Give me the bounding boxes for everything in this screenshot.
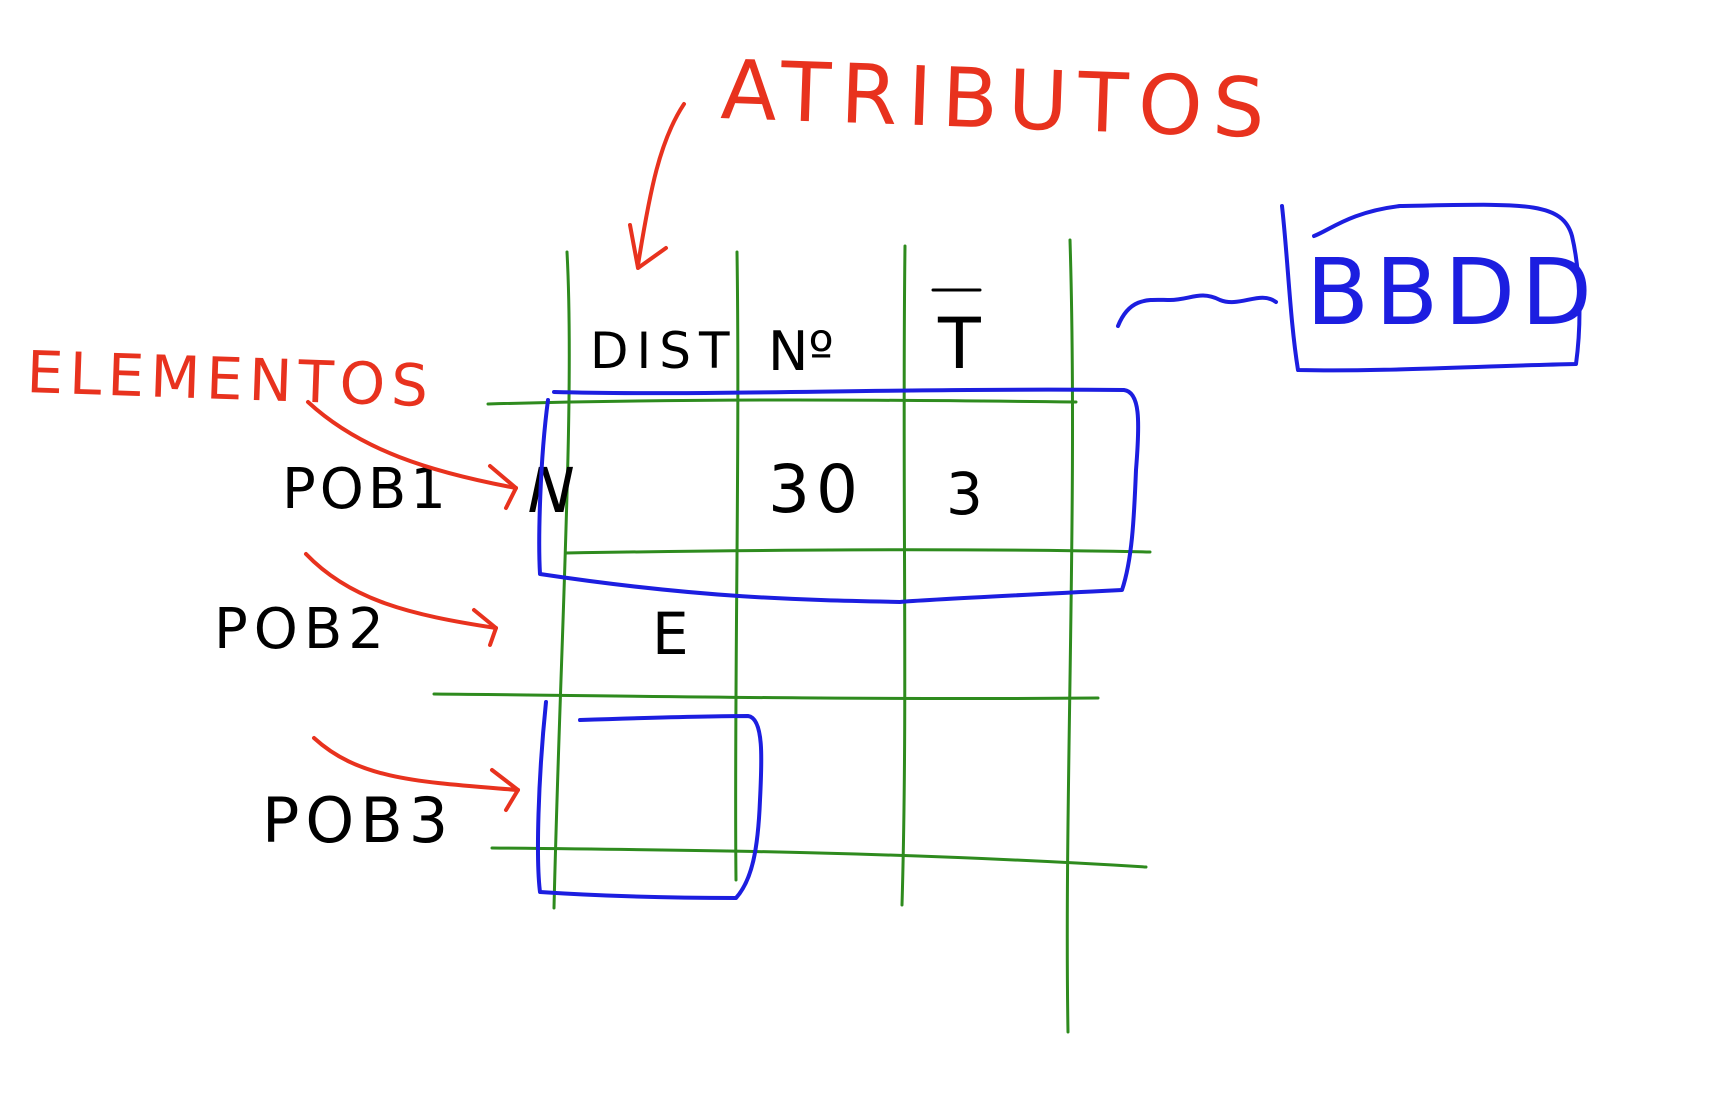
cell-r2-dist: E xyxy=(652,600,689,668)
row-labels: POB1 POB2 POB3 xyxy=(214,457,454,857)
header-t: T xyxy=(937,303,981,385)
row-label-pob3: POB3 xyxy=(262,784,454,857)
arrow-to-row-2-head xyxy=(472,608,498,647)
row-1-highlight-box xyxy=(537,387,1141,604)
header-dist: DIST xyxy=(590,322,738,380)
atributos-arrowhead xyxy=(628,223,668,270)
arrow-to-row-3 xyxy=(312,736,520,792)
bbdd-label: BBDD xyxy=(1306,239,1598,346)
arrow-to-row-1 xyxy=(306,400,518,490)
bbdd-connector xyxy=(1116,293,1278,328)
grid-vline-3 xyxy=(900,244,907,907)
grid xyxy=(432,238,1152,1034)
grid-vline-2 xyxy=(734,250,740,882)
table-row-2: E xyxy=(652,600,689,668)
elementos-label: ELEMENTOS xyxy=(26,338,436,420)
cell-r1-num: 30 xyxy=(768,451,864,528)
bbdd-box xyxy=(1280,202,1582,373)
atributos-label: ATRIBUTOS xyxy=(719,43,1276,157)
row-label-pob1: POB1 xyxy=(282,457,450,522)
row-label-pob2: POB2 xyxy=(214,597,390,662)
grid-hline-3 xyxy=(432,692,1100,701)
atributos-arrow xyxy=(636,102,686,267)
grid-hline-4 xyxy=(490,846,1148,869)
arrow-to-row-1-head xyxy=(488,464,518,510)
arrow-to-row-2 xyxy=(304,552,498,630)
grid-hline-2 xyxy=(564,548,1152,555)
row-arrows xyxy=(304,400,520,812)
header-num: Nº xyxy=(768,320,834,383)
table-header: DIST Nº T xyxy=(590,288,982,385)
grid-vline-1 xyxy=(552,250,571,910)
grid-vline-4 xyxy=(1065,238,1075,1034)
cell-r1-t: 3 xyxy=(946,460,983,528)
grid-hline-1 xyxy=(486,398,1078,406)
row-3-cell-highlight-box xyxy=(536,700,764,900)
arrow-to-row-3-head xyxy=(490,768,520,812)
highlights xyxy=(536,202,1582,900)
